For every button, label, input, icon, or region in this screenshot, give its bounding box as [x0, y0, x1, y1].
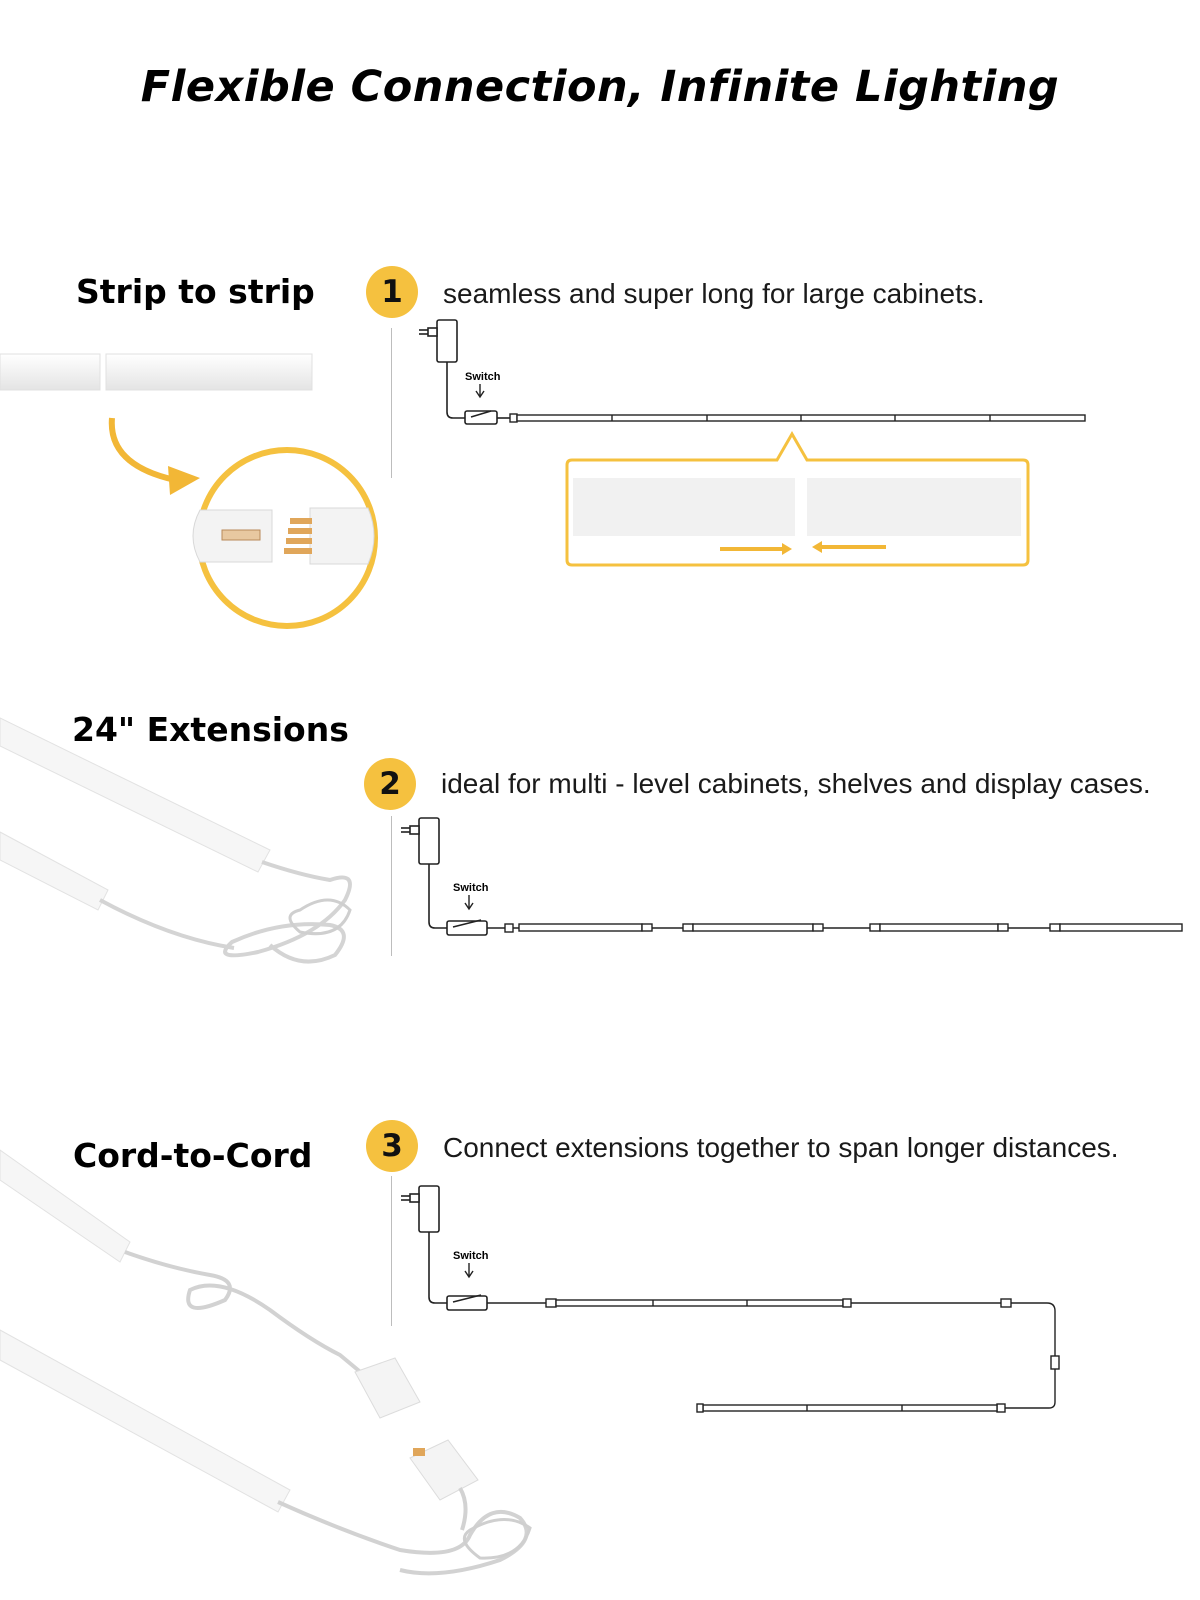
section-3-description: Connect extensions together to span long… — [443, 1132, 1119, 1163]
section-3-divider — [391, 1176, 392, 1326]
connector-plug-icon — [413, 1448, 425, 1456]
cord-strip-upper — [0, 1149, 131, 1263]
cord-strip-lower — [0, 1329, 291, 1513]
extension-strip-upper — [0, 717, 271, 873]
curved-arrow-icon — [108, 417, 176, 483]
switch-label: Switch — [453, 1250, 489, 1262]
adapter-cable — [446, 362, 465, 419]
section-1-number-badge: 1 — [366, 266, 418, 318]
strip-joints — [611, 415, 991, 421]
section-3-label: Cord-to-Cord — [73, 1136, 313, 1175]
plug-pin-1 — [290, 518, 312, 524]
section-2-description: ideal for multi - level cabinets, shelve… — [441, 768, 1151, 799]
section-2-number-badge: 2 — [364, 758, 416, 810]
section-2-product-illustration — [0, 717, 352, 964]
page-title: Flexible Connection, Infinite Lighting — [140, 62, 1060, 112]
extension-cable-coil — [288, 898, 352, 936]
section-2-wiring-diagram: Switch — [401, 817, 1183, 936]
adapter-cable — [428, 864, 447, 929]
extension-strip-lower — [0, 831, 109, 911]
switch-icon — [446, 919, 488, 936]
switch-pointer-arrow — [464, 895, 474, 911]
cord-cable-lower — [277, 1486, 529, 1576]
cord-run — [487, 1302, 1056, 1409]
switch-icon — [464, 410, 498, 425]
switch-label: Switch — [465, 371, 501, 383]
connector-slot — [221, 529, 261, 541]
power-adapter-icon — [419, 319, 458, 363]
section-1-description: seamless and super long for large cabine… — [443, 278, 985, 309]
section-3-product-illustration — [0, 1149, 532, 1576]
adapter-cable — [428, 1232, 447, 1304]
section-1-wiring-diagram: Switch — [419, 319, 1086, 567]
callout-strip-left — [573, 478, 795, 536]
switch-pointer-arrow — [464, 1263, 474, 1279]
strip-segment-right — [105, 353, 313, 391]
section-2-label: 24" Extensions — [72, 710, 349, 749]
section-1-label: Strip to strip — [76, 272, 315, 311]
switch-pointer-arrow — [475, 384, 485, 399]
section-3-wiring-diagram: Switch — [401, 1185, 1060, 1413]
plug-pin-3 — [286, 538, 312, 544]
extension-cable — [99, 860, 352, 964]
connector-male — [409, 1439, 479, 1501]
extension-strips — [504, 923, 1183, 933]
cord-cable-coil — [462, 1518, 532, 1560]
section-2-divider — [391, 816, 392, 956]
curved-arrow-head — [168, 466, 200, 495]
switch-label: Switch — [453, 882, 489, 894]
callout-strip-right — [807, 478, 1021, 536]
section-3-number-badge: 3 — [366, 1120, 418, 1172]
strip-segment-left — [0, 353, 101, 391]
connector-female — [354, 1357, 421, 1419]
section-1-product-illustration — [0, 353, 378, 629]
connector-plug-icon — [309, 507, 375, 565]
power-adapter-icon — [401, 1185, 440, 1233]
strip-end-cap — [509, 413, 518, 423]
cord-strips — [545, 1298, 1060, 1413]
switch-icon — [446, 1294, 488, 1311]
cord-cable-upper — [124, 1250, 372, 1382]
section-1-divider — [391, 328, 392, 478]
power-adapter-icon — [401, 817, 440, 865]
plug-pin-2 — [288, 528, 312, 534]
push-together-arrows — [720, 541, 886, 555]
plug-pin-4 — [284, 548, 312, 554]
